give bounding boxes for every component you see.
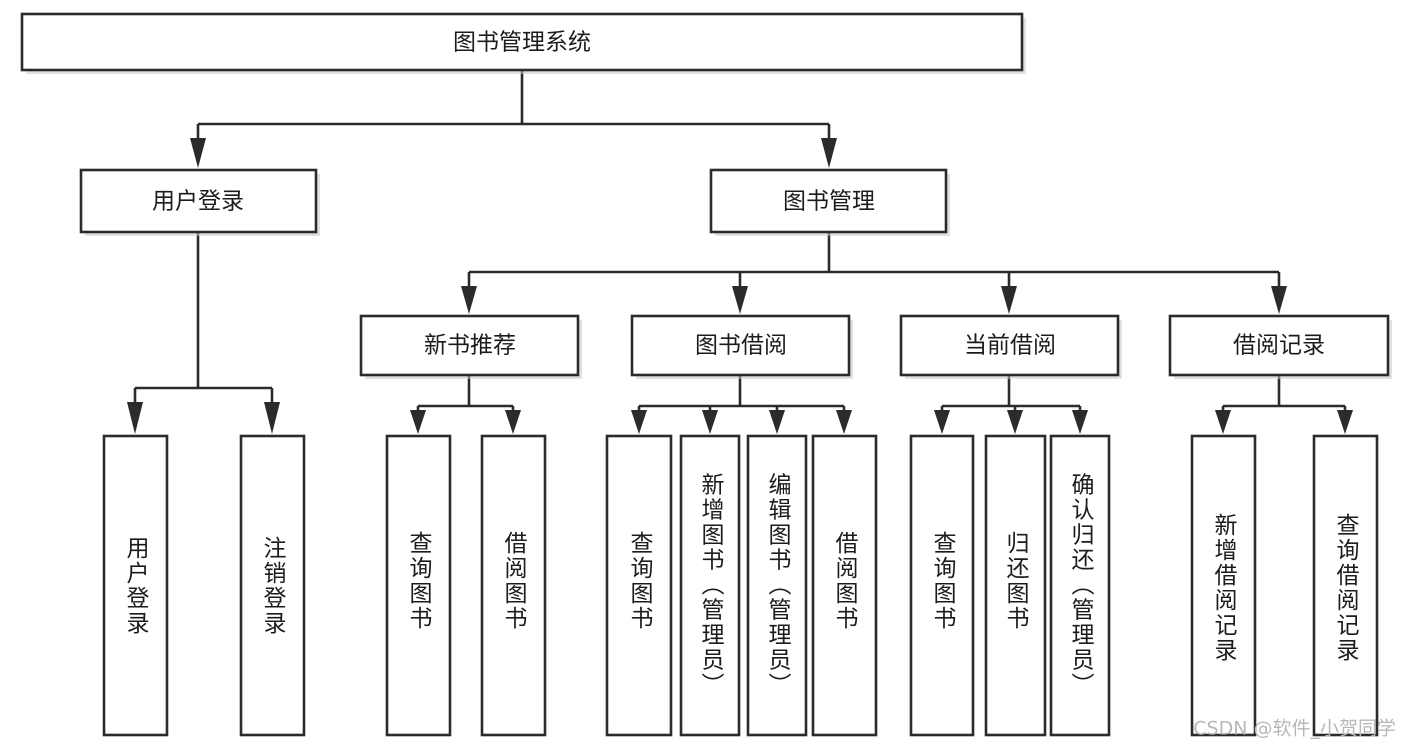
arrow-head-icon	[1215, 410, 1231, 434]
leaf-node[interactable]: 借阅图书	[480, 434, 547, 737]
node-label-root: 图书管理系统	[453, 30, 591, 56]
node-rect	[909, 434, 975, 737]
node-label-current-borrow: 当前借阅	[964, 333, 1056, 359]
node-label-user-login: 用户登录	[152, 189, 244, 215]
node-rect	[480, 434, 547, 737]
node-rect	[811, 434, 878, 737]
leaf-node[interactable]: 新增借阅记录	[1190, 434, 1257, 737]
node-rect	[79, 168, 318, 234]
node-rect	[239, 434, 306, 737]
leaf-node[interactable]: 查询图书	[605, 434, 673, 737]
leaf-label: 确认归还（管理员）	[1067, 473, 1095, 698]
node-rect	[679, 434, 741, 737]
node-rect	[20, 12, 1024, 72]
arrow-head-icon	[732, 286, 748, 314]
leaf-node[interactable]: 确认归还（管理员）	[1049, 434, 1111, 737]
node-current-borrow[interactable]: 当前借阅	[899, 314, 1122, 379]
leaf-label: 借阅图书	[831, 531, 859, 631]
node-label-book-borrow: 图书借阅	[695, 333, 787, 359]
node-label-book-management: 图书管理	[783, 189, 875, 215]
node-root[interactable]: 图书管理系统	[20, 12, 1026, 74]
arrow-head-icon	[410, 410, 426, 434]
node-user-login[interactable]: 用户登录	[79, 168, 320, 236]
arrow-head-icon	[505, 410, 521, 434]
arrow-head-icon	[1072, 410, 1088, 434]
leaf-node[interactable]: 查询借阅记录	[1312, 434, 1379, 737]
watermark-label: CSDN @软件_小贺同学	[1193, 718, 1396, 740]
leaf-node[interactable]: 注销登录	[239, 434, 306, 737]
leaf-label: 新增借阅记录	[1210, 513, 1238, 663]
arrow-head-icon	[1337, 410, 1353, 434]
arrow-head-icon	[631, 410, 647, 434]
node-book-management[interactable]: 图书管理	[709, 168, 950, 236]
leaf-label: 查询图书	[929, 531, 957, 631]
arrow-head-icon	[461, 286, 477, 314]
arrow-head-icon	[190, 138, 206, 168]
leaf-node[interactable]: 归还图书	[984, 434, 1047, 737]
leaf-label: 归还图书	[1002, 531, 1030, 631]
connector-layer	[127, 70, 1353, 434]
node-new-book-recommend[interactable]: 新书推荐	[359, 314, 582, 379]
arrow-head-icon	[702, 410, 718, 434]
arrow-head-icon	[1001, 286, 1017, 314]
node-rect	[899, 314, 1120, 377]
node-rect	[709, 168, 948, 234]
node-label-new-book-recommend: 新书推荐	[424, 333, 516, 359]
node-rect	[605, 434, 673, 737]
leaf-node[interactable]: 新增图书（管理员）	[679, 434, 741, 737]
node-borrow-record[interactable]: 借阅记录	[1168, 314, 1392, 379]
leaf-node[interactable]: 编辑图书（管理员）	[746, 434, 808, 737]
arrow-head-icon	[769, 410, 785, 434]
leaf-node[interactable]: 用户登录	[102, 434, 169, 737]
leaf-label: 借阅图书	[500, 531, 528, 631]
node-rect	[1190, 434, 1257, 737]
arrow-head-icon	[836, 410, 852, 434]
node-rect	[630, 314, 851, 377]
leaf-label: 查询借阅记录	[1332, 513, 1360, 663]
leaf-label: 用户登录	[122, 536, 150, 636]
leaf-label: 注销登录	[259, 536, 287, 636]
node-rect	[1049, 434, 1111, 737]
leaf-label: 编辑图书（管理员）	[764, 473, 792, 698]
leaf-label: 查询图书	[626, 531, 654, 631]
arrow-head-icon	[264, 402, 280, 434]
leaf-node[interactable]: 查询图书	[909, 434, 975, 737]
leaf-node[interactable]: 查询图书	[385, 434, 452, 737]
node-rect	[1168, 314, 1390, 377]
node-rect	[102, 434, 169, 737]
node-rect	[1312, 434, 1379, 737]
node-rect	[385, 434, 452, 737]
leaf-node[interactable]: 借阅图书	[811, 434, 878, 737]
node-rect	[359, 314, 580, 377]
leaf-label: 查询图书	[405, 531, 433, 631]
node-rect	[984, 434, 1047, 737]
node-book-borrow[interactable]: 图书借阅	[630, 314, 853, 379]
leaf-label: 新增图书（管理员）	[697, 473, 725, 698]
node-label-borrow-record: 借阅记录	[1233, 333, 1325, 359]
arrow-head-icon	[1271, 286, 1287, 314]
arrow-head-icon	[934, 410, 950, 434]
arrow-head-icon	[821, 138, 837, 168]
arrow-head-icon	[127, 402, 143, 434]
arrow-head-icon	[1007, 410, 1023, 434]
node-rect	[746, 434, 808, 737]
